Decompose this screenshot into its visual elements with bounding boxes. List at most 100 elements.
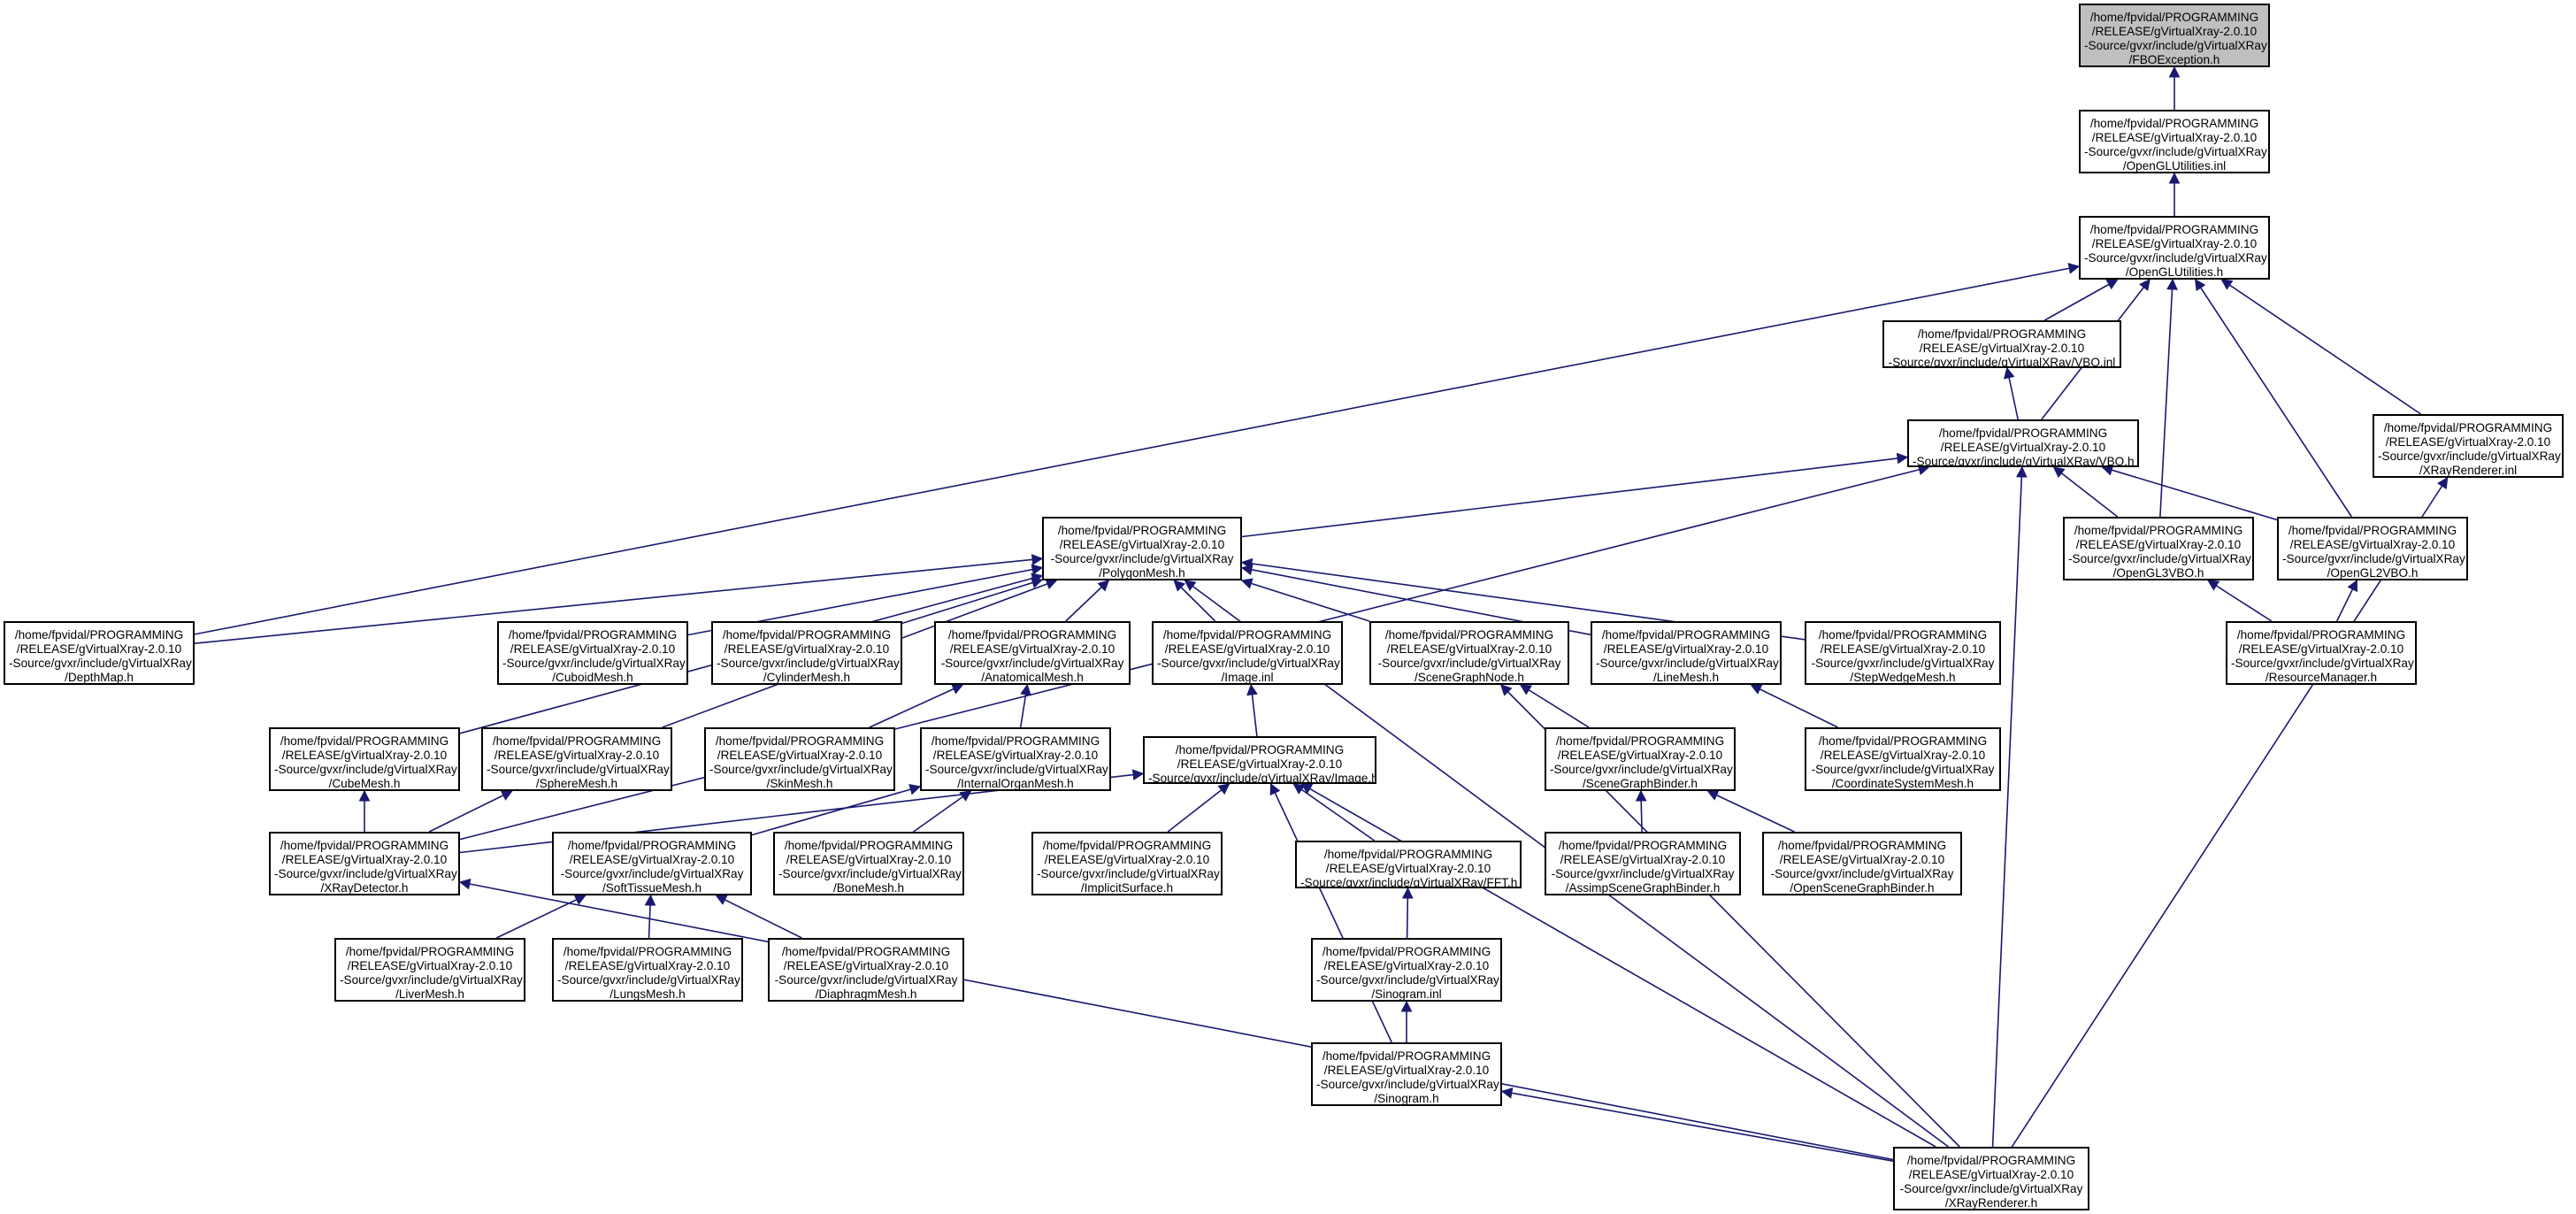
node-label-line: -Source/gvxr/include/gVirtualXRay: [274, 867, 457, 880]
edge-polygonmesh_h-to-vbo_h: [1241, 452, 1909, 538]
node-label-line: /RELEASE/gVirtualXray-2.0.10: [569, 853, 735, 866]
file-node-fboexception-h[interactable]: /home/fpvidal/PROGRAMMING/RELEASE/gVirtu…: [2079, 4, 2270, 67]
edge-scenegraphbinder_h-to-scenegraphnode_h: [1519, 684, 1590, 728]
file-node-livermesh-h[interactable]: /home/fpvidal/PROGRAMMING/RELEASE/gVirtu…: [334, 938, 525, 1002]
file-node-sinogram-h[interactable]: /home/fpvidal/PROGRAMMING/RELEASE/gVirtu…: [1311, 1042, 1502, 1106]
node-label-line: /home/fpvidal/PROGRAMMING: [722, 628, 892, 642]
file-node-implicitsurface-h[interactable]: /home/fpvidal/PROGRAMMING/RELEASE/gVirtu…: [1031, 832, 1223, 895]
node-label-line: /RELEASE/gVirtualXray-2.0.10: [1044, 853, 1210, 866]
node-label-line: -Source/gvxr/include/gVirtualXRay: [502, 657, 686, 670]
file-node-sinogram-inl[interactable]: /home/fpvidal/PROGRAMMING/RELEASE/gVirtu…: [1311, 938, 1502, 1002]
node-label-line: /XRayDetector.h: [320, 881, 409, 895]
file-node-scenegraphbinder-h[interactable]: /home/fpvidal/PROGRAMMING/RELEASE/gVirtu…: [1545, 727, 1736, 791]
file-node-cuboidmesh-h[interactable]: /home/fpvidal/PROGRAMMING/RELEASE/gVirtu…: [497, 621, 688, 685]
edge-xrayrenderer_h-to-xraydetector_h: [458, 878, 1894, 1161]
node-label-line: /CylinderMesh.h: [763, 671, 851, 684]
file-node-stepwedgemesh-h[interactable]: /home/fpvidal/PROGRAMMING/RELEASE/gVirtu…: [1805, 621, 2001, 685]
edge-vbo_h-to-vbo_inl: [2003, 366, 2019, 420]
node-label-line: -Source/gvxr/include/gVirtualXRay: [2231, 657, 2414, 670]
file-node-xraydetector-h[interactable]: /home/fpvidal/PROGRAMMING/RELEASE/gVirtu…: [269, 832, 460, 895]
node-label-line: /RELEASE/gVirtualXray-2.0.10: [1779, 853, 1945, 866]
file-node-openglutilities-inl[interactable]: /home/fpvidal/PROGRAMMING/RELEASE/gVirtu…: [2079, 110, 2270, 173]
file-node-cubemesh-h[interactable]: /home/fpvidal/PROGRAMMING/RELEASE/gVirtu…: [269, 727, 460, 791]
node-label-line: -Source/gvxr/include/gVirtualXRay: [2068, 552, 2251, 565]
file-node-openscenegraphbinder-h[interactable]: /home/fpvidal/PROGRAMMING/RELEASE/gVirtu…: [1762, 832, 1962, 895]
node-label-line: /home/fpvidal/PROGRAMMING: [1057, 524, 1227, 537]
file-node-coordinatesystemmesh-h[interactable]: /home/fpvidal/PROGRAMMING/RELEASE/gVirtu…: [1805, 727, 2001, 791]
node-label-line: -Source/gvxr/include/gVirtualXRay: [487, 763, 670, 776]
file-node-vbo-h[interactable]: /home/fpvidal/PROGRAMMING/RELEASE/gVirtu…: [1907, 419, 2139, 467]
node-label-line: /home/fpvidal/PROGRAMMING: [931, 734, 1100, 748]
node-label-line: /home/fpvidal/PROGRAMMING: [280, 839, 449, 852]
file-node-xrayrenderer-h[interactable]: /home/fpvidal/PROGRAMMING/RELEASE/gVirtu…: [1893, 1147, 2089, 1210]
node-label-line: /CoordinateSystemMesh.h: [1831, 777, 1974, 790]
node-label-line: -Source/gvxr/include/gVirtualXRay: [778, 867, 962, 880]
node-label-line: -Source/gvxr/include/gVirtualXRay/VBO.in…: [1888, 356, 2116, 368]
file-node-openglutilities-h[interactable]: /home/fpvidal/PROGRAMMING/RELEASE/gVirtu…: [2079, 216, 2270, 280]
node-label-line: /home/fpvidal/PROGRAMMING: [1777, 839, 1947, 852]
file-node-image-inl[interactable]: /home/fpvidal/PROGRAMMING/RELEASE/gVirtu…: [1152, 621, 1343, 685]
node-label-line: /RELEASE/gVirtualXray-2.0.10: [16, 642, 182, 656]
node-label-line: /LineMesh.h: [1652, 671, 1720, 684]
file-node-scenegraphnode-h[interactable]: /home/fpvidal/PROGRAMMING/RELEASE/gVirtu…: [1369, 621, 1569, 685]
edge-sinogram_inl-to-fft_h: [1401, 887, 1414, 939]
file-node-image-h[interactable]: /home/fpvidal/PROGRAMMING/RELEASE/gVirtu…: [1143, 736, 1376, 784]
node-label-line: /home/fpvidal/PROGRAMMING: [784, 839, 954, 852]
node-label-line: -Source/gvxr/include/gVirtualXRay/Image.…: [1148, 772, 1376, 784]
edge-internalorganmesh_h-to-anatomicalmesh_h: [1019, 683, 1031, 728]
node-label-line: /home/fpvidal/PROGRAMMING: [345, 945, 515, 958]
file-node-opengl3vbo-h[interactable]: /home/fpvidal/PROGRAMMING/RELEASE/gVirtu…: [2063, 517, 2254, 580]
file-node-diaphragmmesh-h[interactable]: /home/fpvidal/PROGRAMMING/RELEASE/gVirtu…: [768, 938, 964, 1002]
node-label-line: /RELEASE/gVirtualXray-2.0.10: [1323, 1064, 1490, 1077]
node-label-line: /RELEASE/gVirtualXray-2.0.10: [717, 749, 883, 762]
edge-opengl2vbo_h-to-vbo_h: [2101, 465, 2278, 521]
node-label-line: /home/fpvidal/PROGRAMMING: [280, 734, 449, 748]
edge-xrayrenderer_inl-to-openglutilities_h: [2220, 279, 2422, 415]
node-label-line: -Source/gvxr/include/gVirtualXRay: [340, 973, 523, 987]
node-label-line: /home/fpvidal/PROGRAMMING: [2236, 628, 2406, 642]
file-node-linemesh-h[interactable]: /home/fpvidal/PROGRAMMING/RELEASE/gVirtu…: [1591, 621, 1782, 685]
node-label-line: -Source/gvxr/include/gVirtualXRay: [1050, 552, 1234, 565]
node-label-line: /home/fpvidal/PROGRAMMING: [1555, 734, 1725, 748]
file-node-anatomicalmesh-h[interactable]: /home/fpvidal/PROGRAMMING/RELEASE/gVirtu…: [934, 621, 1131, 685]
node-label-line: /RELEASE/gVirtualXray-2.0.10: [1919, 342, 2085, 355]
node-label-line: /home/fpvidal/PROGRAMMING: [1322, 1049, 1491, 1063]
file-node-bonemesh-h[interactable]: /home/fpvidal/PROGRAMMING/RELEASE/gVirtu…: [773, 832, 964, 895]
file-node-depthmap-h[interactable]: /home/fpvidal/PROGRAMMING/RELEASE/gVirtu…: [4, 621, 195, 685]
node-label-line: /home/fpvidal/PROGRAMMING: [1323, 848, 1493, 861]
file-node-assimpscenegraphbinder-h[interactable]: /home/fpvidal/PROGRAMMING/RELEASE/gVirtu…: [1545, 832, 1741, 895]
file-node-internalorganmesh-h[interactable]: /home/fpvidal/PROGRAMMING/RELEASE/gVirtu…: [920, 727, 1111, 791]
file-node-xrayrenderer-inl[interactable]: /home/fpvidal/PROGRAMMING/RELEASE/gVirtu…: [2373, 414, 2564, 478]
file-node-cylindermesh-h[interactable]: /home/fpvidal/PROGRAMMING/RELEASE/gVirtu…: [711, 621, 902, 685]
file-node-resourcemanager-h[interactable]: /home/fpvidal/PROGRAMMING/RELEASE/gVirtu…: [2226, 621, 2417, 685]
node-label-line: /home/fpvidal/PROGRAMMING: [563, 945, 732, 958]
node-label-line: /home/fpvidal/PROGRAMMING: [2089, 11, 2259, 24]
node-label-line: /RELEASE/gVirtualXray-2.0.10: [1820, 749, 1986, 762]
file-node-vbo-inl[interactable]: /home/fpvidal/PROGRAMMING/RELEASE/gVirtu…: [1882, 320, 2121, 368]
node-label-line: -Source/gvxr/include/gVirtualXRay: [709, 763, 893, 776]
file-node-skinmesh-h[interactable]: /home/fpvidal/PROGRAMMING/RELEASE/gVirtu…: [704, 727, 895, 791]
node-label-line: -Source/gvxr/include/gVirtualXRay: [560, 867, 744, 880]
node-label-line: /OpenGL3VBO.h: [2112, 566, 2204, 580]
node-label-line: /Image.inl: [1221, 671, 1274, 684]
node-label-line: /CuboidMesh.h: [552, 671, 633, 684]
file-node-lungsmesh-h[interactable]: /home/fpvidal/PROGRAMMING/RELEASE/gVirtu…: [552, 938, 743, 1002]
edge-assimpscenegraphbinder_h-to-scenegraphbinder_h: [1635, 789, 1647, 833]
file-node-fft-h[interactable]: /home/fpvidal/PROGRAMMING/RELEASE/gVirtu…: [1295, 841, 1522, 888]
node-label-line: /OpenGLUtilities.inl: [2122, 159, 2227, 173]
file-node-spheremesh-h[interactable]: /home/fpvidal/PROGRAMMING/RELEASE/gVirtu…: [481, 727, 672, 791]
node-label-line: -Source/gvxr/include/gVirtualXRay: [717, 657, 900, 670]
node-label-line: /SceneGraphNode.h: [1414, 671, 1524, 684]
node-label-line: -Source/gvxr/include/gVirtualXRay: [1377, 657, 1561, 670]
node-label-line: /RELEASE/gVirtualXray-2.0.10: [347, 959, 513, 972]
file-node-polygonmesh-h[interactable]: /home/fpvidal/PROGRAMMING/RELEASE/gVirtu…: [1042, 517, 1242, 580]
node-label-line: /home/fpvidal/PROGRAMMING: [947, 628, 1117, 642]
node-label-line: /RELEASE/gVirtualXray-2.0.10: [494, 749, 660, 762]
file-node-opengl2vbo-h[interactable]: /home/fpvidal/PROGRAMMING/RELEASE/gVirtu…: [2277, 517, 2468, 580]
node-label-line: /LiverMesh.h: [395, 987, 464, 1001]
file-node-softtissuemesh-h[interactable]: /home/fpvidal/PROGRAMMING/RELEASE/gVirtu…: [552, 832, 752, 895]
node-label-line: /RELEASE/gVirtualXray-2.0.10: [1325, 862, 1491, 875]
edge-resourcemanager_h-to-opengl3vbo_h: [2207, 580, 2273, 622]
node-label-line: -Source/gvxr/include/gVirtualXRay: [1316, 1078, 1499, 1091]
